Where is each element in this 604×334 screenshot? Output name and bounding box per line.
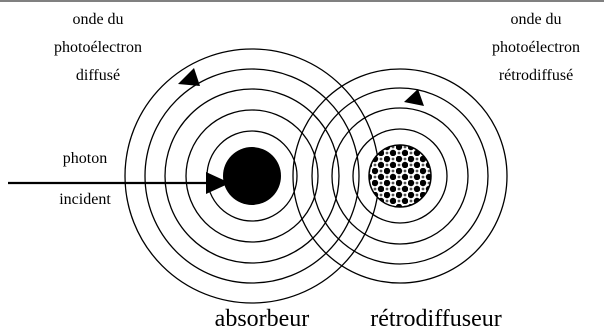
backscatterer-wave-rings (292, 68, 508, 284)
backscatterer-ring-4 (292, 68, 508, 284)
backscatterer-ring-1 (352, 128, 448, 224)
absorber-ring-4 (144, 68, 360, 284)
backscatterer-label: rétrodiffuseur (370, 306, 502, 332)
left-wave-label-line3: diffusé (76, 67, 120, 84)
left-wave-label-line2: photoélectron (54, 39, 142, 56)
right-wave-label-line3: rétrodiffusé (499, 67, 573, 84)
backscatterer-ring-3 (311, 87, 489, 265)
absorber-atom (223, 147, 281, 205)
backscatterer-ring-2 (331, 107, 469, 245)
left-wave-label-line1: onde du (72, 11, 123, 28)
absorber-ring-3 (164, 88, 340, 264)
right-wave-label-line2: photoélectron (492, 39, 580, 56)
absorber-ring-2 (185, 109, 319, 243)
photon-label-line1: photon (63, 150, 107, 167)
left-wave-arrow-icon (178, 68, 200, 86)
right-wave-arrow-icon (404, 89, 424, 106)
photon-label-line2: incident (59, 191, 111, 208)
right-wave-label-line1: onde du (510, 11, 561, 28)
absorber-label: absorbeur (215, 306, 310, 332)
backscatterer-atom (368, 144, 432, 208)
photon-arrowhead-icon (206, 172, 230, 194)
